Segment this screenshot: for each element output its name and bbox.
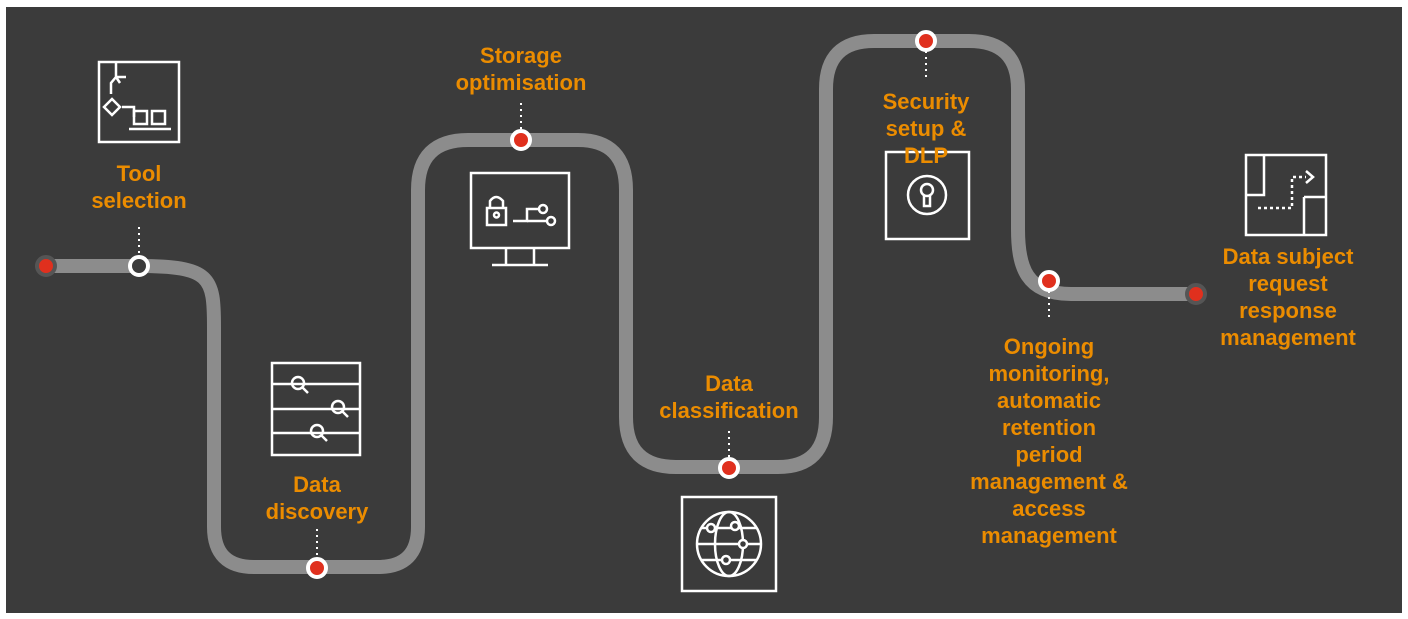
label-security-setup: Security setup & DLP	[882, 89, 970, 168]
node-security-setup	[915, 30, 937, 52]
floorplan-route-icon	[1244, 153, 1328, 237]
globe-network-icon	[680, 495, 778, 593]
node-tool-selection	[128, 255, 150, 277]
label-ongoing-monitoring: Ongoing monitoring, automatic retention …	[970, 334, 1128, 548]
node-storage-optimisation	[510, 129, 532, 151]
path-start-node	[35, 255, 57, 277]
label-storage-optimisation: Storage optimisation	[455, 43, 587, 95]
path-end-node	[1185, 283, 1207, 305]
keyhole-icon	[884, 150, 971, 241]
roadmap-path	[39, 34, 1203, 574]
workflow-icon	[97, 60, 181, 144]
label-data-discovery: Data discovery	[265, 472, 369, 524]
secure-computer-icon	[469, 171, 571, 267]
label-tool-selection: Tool selection	[91, 161, 187, 213]
node-data-classification	[718, 457, 740, 479]
node-data-discovery	[306, 557, 328, 579]
roadmap-diagram	[35, 30, 1328, 593]
label-data-subject-request: Data subject request response management	[1220, 244, 1356, 350]
label-data-classification: Data classification	[659, 371, 799, 423]
data-search-icon	[270, 361, 362, 457]
node-ongoing-monitoring	[1038, 270, 1060, 292]
diagram-canvas: Tool selection Data discovery Storage op…	[6, 7, 1402, 613]
